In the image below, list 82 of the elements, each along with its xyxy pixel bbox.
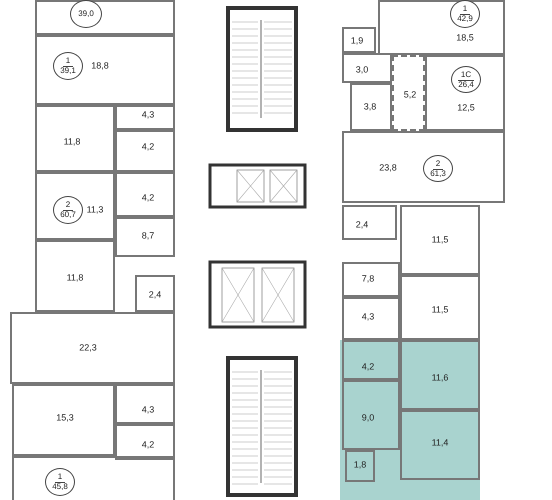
room-outline — [35, 240, 115, 312]
room-area-label: 2,4 — [148, 290, 162, 300]
room-outline — [400, 205, 480, 275]
apartment-area: 42,9 — [457, 15, 473, 23]
apartment-area: 60,7 — [60, 211, 76, 219]
room-outline — [342, 340, 400, 380]
room-outline — [400, 340, 480, 410]
room-count: 1 — [62, 57, 74, 67]
room-area-label: 11,5 — [432, 306, 448, 314]
room-outline — [115, 105, 175, 130]
room-outline — [12, 384, 115, 456]
room-outline — [35, 172, 115, 240]
room-outline — [400, 275, 480, 340]
room-outline — [378, 0, 505, 55]
room-area-label: 11,6 — [432, 374, 448, 382]
room-area-label: 9,0 — [362, 414, 374, 422]
room-outline — [345, 450, 375, 482]
apartment-area: 45,8 — [52, 483, 68, 491]
apartment-area: 39,1 — [60, 67, 76, 75]
room-area-label: 11,4 — [432, 438, 448, 448]
room-area-label: 4,2 — [362, 362, 374, 372]
room-outline — [115, 384, 175, 424]
room-outline — [115, 217, 175, 257]
room-area-label: 4,2 — [142, 440, 154, 450]
room-area-label: 11,3 — [86, 206, 104, 214]
room-outline — [425, 55, 505, 131]
apartment-area: 39,0 — [78, 10, 94, 18]
room-area-label: 11,5 — [432, 236, 448, 244]
apartment-badge — [53, 196, 83, 224]
room-area-label: 4,3 — [142, 406, 154, 414]
room-outline — [10, 312, 175, 384]
room-outline — [342, 27, 376, 53]
room-outline — [35, 35, 175, 105]
room-area-label: 8,7 — [142, 232, 154, 240]
room-area-label: 4,2 — [142, 142, 154, 152]
room-area-label: 12,5 — [457, 104, 475, 112]
room-outline — [392, 55, 425, 131]
room-outline — [135, 275, 175, 312]
apartment-badge — [450, 0, 480, 28]
room-area-label: 2,4 — [356, 220, 368, 230]
room-area-label: 11,8 — [66, 274, 84, 282]
apartment-badge — [70, 0, 102, 28]
room-count: 2 — [62, 201, 74, 211]
room-outline — [115, 130, 175, 172]
room-area-label: 23,8 — [379, 164, 397, 172]
room-outline — [115, 424, 175, 460]
room-area-label: 18,8 — [91, 62, 109, 70]
apartment-badge — [451, 66, 481, 93]
room-area-label: 15,3 — [56, 414, 74, 422]
room-outline — [342, 53, 392, 83]
room-outline — [115, 172, 175, 217]
room-outline — [400, 410, 480, 480]
room-outline — [35, 105, 115, 172]
room-count: 2 — [432, 160, 444, 170]
apartment-area: 26,4 — [458, 80, 474, 88]
room-area-label: 4,3 — [362, 312, 374, 322]
room-outline — [342, 131, 505, 203]
room-count: 1 — [460, 5, 470, 15]
room-outline — [350, 83, 392, 131]
room-count: 1 — [54, 473, 66, 483]
room-area-label: 11,8 — [64, 138, 80, 146]
apartment-badge — [423, 155, 453, 182]
apartment-badge — [45, 468, 75, 496]
room-area-label: 3,8 — [364, 102, 376, 112]
room-outline — [342, 205, 397, 240]
room-outline — [342, 262, 400, 297]
room-outline — [12, 456, 175, 500]
room-count: 1С — [458, 70, 474, 80]
room-area-label: 3,0 — [356, 66, 368, 74]
room-area-label: 5,2 — [404, 90, 416, 100]
apartment-area: 61,3 — [430, 170, 446, 178]
room-area-label: 4,2 — [142, 194, 154, 202]
room-area-label: 22,3 — [79, 344, 97, 352]
room-outline — [342, 297, 400, 340]
room-outline — [342, 380, 400, 450]
room-area-label: 1,9 — [350, 36, 364, 46]
room-area-label: 7,8 — [362, 274, 374, 284]
room-area-label: 18,5 — [456, 34, 474, 42]
room-area-label: 4,3 — [142, 110, 154, 120]
room-outline — [35, 0, 175, 35]
room-area-label: 1,8 — [354, 460, 366, 470]
apartment-badge — [53, 52, 83, 80]
